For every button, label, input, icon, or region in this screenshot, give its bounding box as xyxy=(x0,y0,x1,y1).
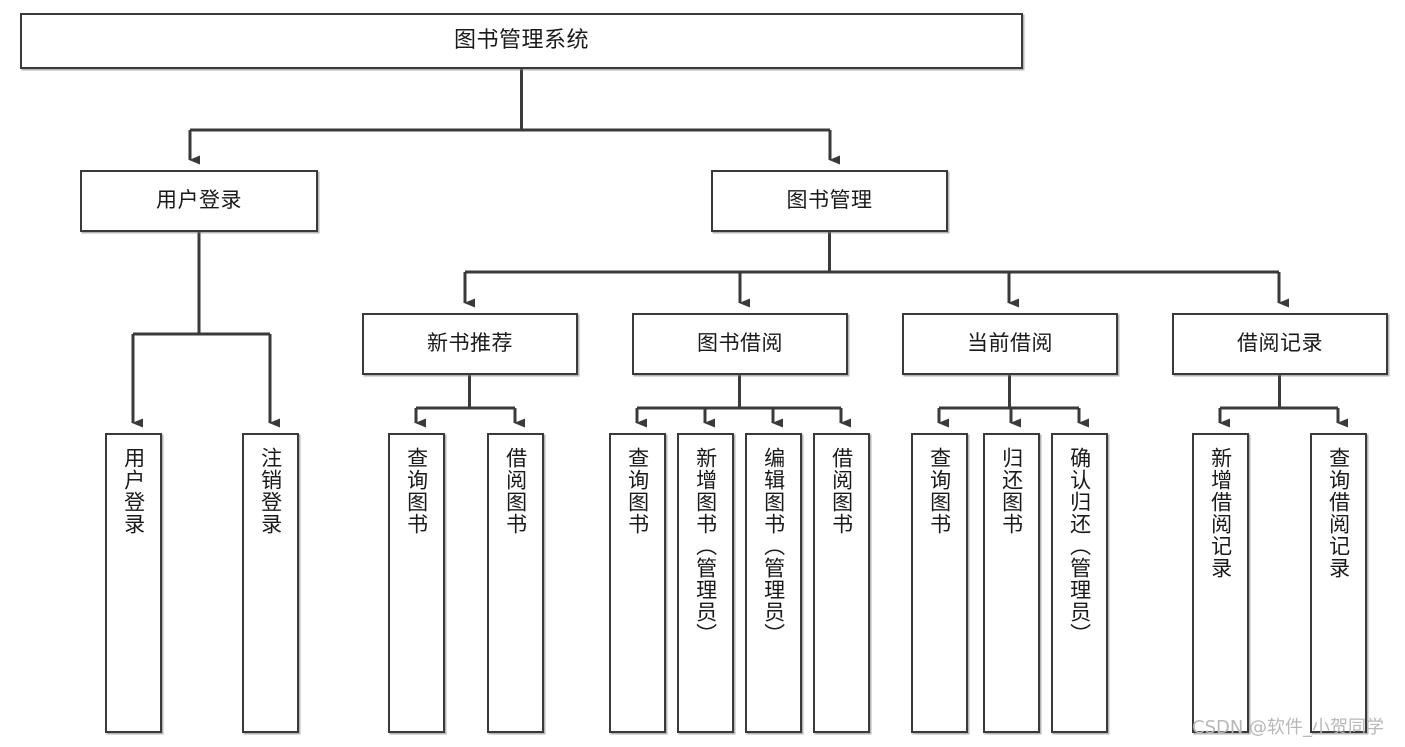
node-leaf-borrow-query-book[interactable]: 查询图书 xyxy=(609,433,666,733)
node-leaf-user-logout-label: 注销登录 xyxy=(258,447,283,535)
node-leaf-user-logout[interactable]: 注销登录 xyxy=(242,433,299,733)
node-borrow-records[interactable]: 借阅记录 xyxy=(1172,313,1388,375)
node-leaf-current-confirm-return[interactable]: 确认归还（管理员） xyxy=(1051,433,1108,733)
node-leaf-user-login-label: 用户登录 xyxy=(121,447,146,535)
csdn-watermark: CSDN @软件_小贺同学 xyxy=(1192,717,1385,738)
node-leaf-borrow-query-book-label: 查询图书 xyxy=(625,447,650,535)
node-leaf-borrow-borrow-book-label: 借阅图书 xyxy=(829,447,854,535)
node-leaf-current-query-book-label: 查询图书 xyxy=(927,447,952,535)
node-leaf-recommend-query-book-label: 查询图书 xyxy=(404,447,429,535)
node-user-login-label: 用户登录 xyxy=(156,188,242,213)
node-leaf-borrow-borrow-book[interactable]: 借阅图书 xyxy=(813,433,870,733)
node-leaf-records-add-record-label: 新增借阅记录 xyxy=(1208,447,1233,579)
node-book-borrow-label: 图书借阅 xyxy=(697,331,783,356)
node-root-label: 图书管理系统 xyxy=(453,27,589,53)
node-book-borrow[interactable]: 图书借阅 xyxy=(632,313,848,375)
node-borrow-records-label: 借阅记录 xyxy=(1237,331,1323,356)
node-leaf-current-return-book-label: 归还图书 xyxy=(999,447,1024,535)
node-book-management-label: 图书管理 xyxy=(786,188,873,213)
node-leaf-borrow-edit-book-label: 编辑图书（管理员） xyxy=(761,447,786,645)
node-leaf-user-login[interactable]: 用户登录 xyxy=(105,433,162,733)
node-leaf-borrow-edit-book[interactable]: 编辑图书（管理员） xyxy=(745,433,802,733)
node-leaf-borrow-add-book[interactable]: 新增图书（管理员） xyxy=(677,433,734,733)
node-current-borrow-label: 当前借阅 xyxy=(967,331,1053,356)
node-leaf-current-query-book[interactable]: 查询图书 xyxy=(911,433,968,733)
node-leaf-records-query-record[interactable]: 查询借阅记录 xyxy=(1310,433,1367,733)
node-leaf-borrow-add-book-label: 新增图书（管理员） xyxy=(693,447,718,645)
node-leaf-records-add-record[interactable]: 新增借阅记录 xyxy=(1192,433,1249,733)
node-current-borrow[interactable]: 当前借阅 xyxy=(902,313,1118,375)
node-new-book-recommend[interactable]: 新书推荐 xyxy=(362,313,578,375)
node-root[interactable]: 图书管理系统 xyxy=(20,13,1023,69)
node-book-management[interactable]: 图书管理 xyxy=(711,170,948,232)
node-user-login[interactable]: 用户登录 xyxy=(80,170,318,232)
node-leaf-current-return-book[interactable]: 归还图书 xyxy=(983,433,1040,733)
node-leaf-recommend-borrow-book-label: 借阅图书 xyxy=(503,447,528,535)
node-leaf-recommend-borrow-book[interactable]: 借阅图书 xyxy=(487,433,544,733)
node-new-book-recommend-label: 新书推荐 xyxy=(427,331,513,356)
node-leaf-recommend-query-book[interactable]: 查询图书 xyxy=(388,433,445,733)
node-leaf-records-query-record-label: 查询借阅记录 xyxy=(1326,447,1351,579)
node-leaf-current-confirm-return-label: 确认归还（管理员） xyxy=(1067,447,1092,645)
